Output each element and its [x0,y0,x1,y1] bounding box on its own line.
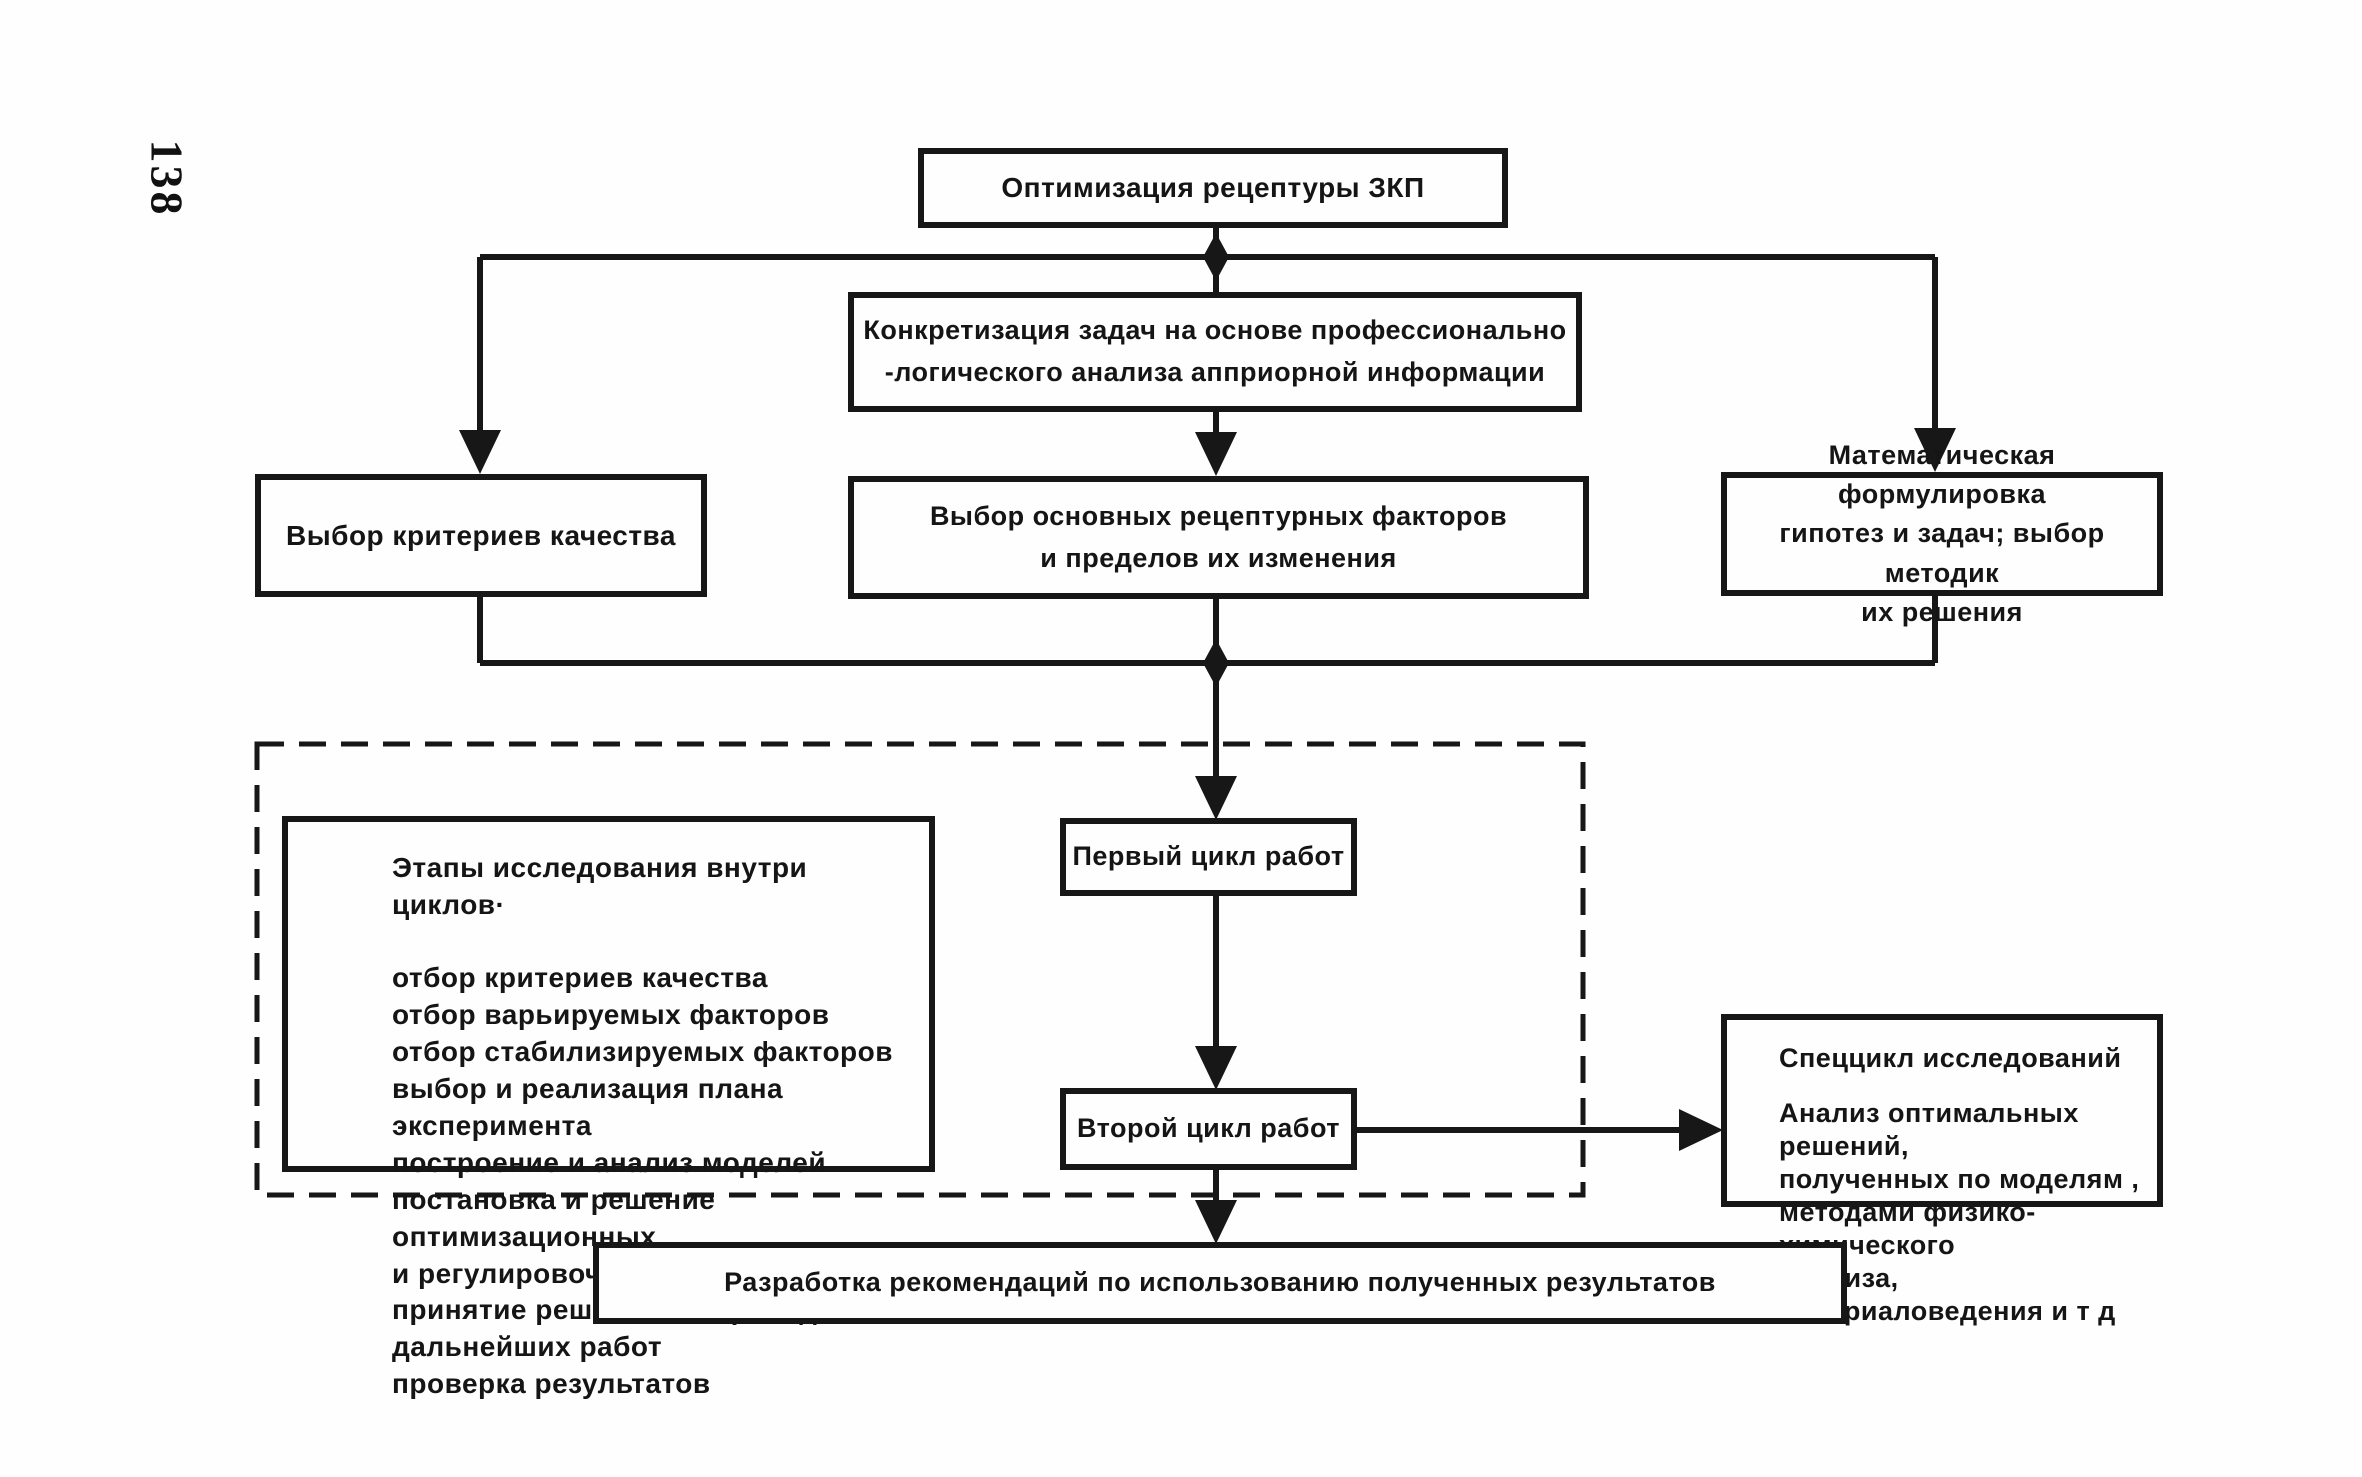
junction-diamond-top [1203,233,1229,281]
box-optimization: Оптимизация рецептуры ЗКП [918,148,1508,228]
arrowhead-left-box [459,430,501,474]
box-concretization-line1: Конкретизация задач на основе профессион… [863,315,1567,346]
box-concretization-line2: -логического анализа апприорной информац… [884,357,1546,387]
stage-item: дальнейших работ [392,1331,663,1363]
box-math-formulation-line2: гипотез и задач; выбор методик [1779,518,2105,588]
box-second-cycle: Второй цикл работ [1060,1088,1357,1170]
stage-item: постановка и решение оптимизационных [392,1183,716,1252]
box-recipe-factors: Выбор основных рецептурных факторов и пр… [848,476,1589,599]
box-recommendations-label: Разработка рекомендаций по использованию… [724,1267,1716,1298]
special-cycle-line: Анализ оптимальных решений, [1779,1097,2079,1161]
arrowhead-middle-box [1195,432,1237,476]
special-cycle-heading: Спеццикл исследований [1779,1043,2122,1073]
special-cycle-line: полученных по моделям , [1779,1163,2140,1194]
box-quality-criteria: Выбор критериев качества [255,474,707,597]
box-research-stages: Этапы исследования внутри циклов· отбор … [282,816,935,1399]
research-stages-heading: Этапы исследования внутри циклов· [392,852,808,920]
arrowhead-cycle1 [1195,776,1237,820]
stage-item: построение и анализ моделей [392,1146,827,1178]
stage-item: проверка результатов [392,1368,711,1400]
box-concretization: Конкретизация задач на основе профессион… [848,292,1582,412]
box-math-formulation: Математическая формулировка гипотез и за… [1721,440,2163,627]
box-optimization-label: Оптимизация рецептуры ЗКП [1001,172,1425,204]
box-math-formulation-line1: Математическая формулировка [1828,440,2056,510]
stage-item: отбор стабилизируемых факторов [392,1035,893,1067]
box-quality-criteria-label: Выбор критериев качества [286,519,676,551]
stage-item: отбор критериев качества [392,961,768,993]
arrowhead-cycle2 [1195,1046,1237,1090]
box-math-formulation-line3: их решения [1861,596,2023,627]
arrowhead-recommendations [1195,1200,1237,1244]
stage-item: отбор варьируемых факторов [392,998,830,1030]
dashed-cycles-region [254,741,1586,1198]
box-special-cycle: Спеццикл исследований Анализ оптимальных… [1721,1014,2163,1326]
box-second-cycle-label: Второй цикл работ [1076,1113,1340,1144]
box-first-cycle-label: Первый цикл работ [1072,841,1345,872]
box-recipe-factors-line1: Выбор основных рецептурных факторов [929,500,1508,531]
box-first-cycle: Первый цикл работ [1060,818,1357,896]
arrowhead-right-box [1914,428,1956,472]
box-recommendations: Разработка рекомендаций по использованию… [593,1242,1847,1324]
stage-item: выбор и реализация плана эксперимента [392,1072,784,1141]
arrowhead-special [1679,1109,1723,1151]
box-recipe-factors-line2: и пределов их изменения [1040,542,1397,573]
